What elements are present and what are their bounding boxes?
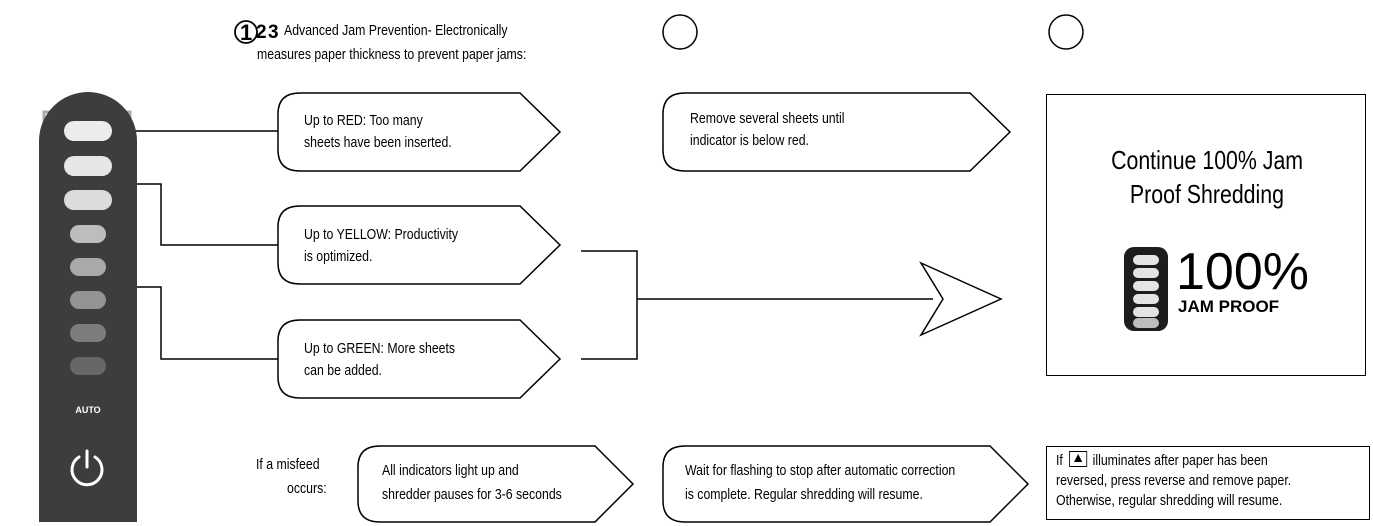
gauge-led	[1133, 294, 1159, 304]
jam-proof-percent: 100%	[1176, 243, 1309, 301]
yellow-level-line-2: is optimized.	[304, 248, 373, 265]
result-box: Continue 100% Jam Proof Shredding	[1046, 94, 1366, 376]
step-2-number: 2	[256, 22, 267, 43]
fill-indicator-led	[70, 258, 106, 276]
remove-sheets-line-2: indicator is below red.	[690, 132, 809, 149]
result-title: Continue 100% Jam Proof Shredding	[1047, 143, 1367, 211]
indicator-callout-shape	[357, 445, 635, 523]
misfeed-result-text-1: illuminates after paper has been	[1092, 452, 1268, 469]
fill-indicator-led	[64, 190, 112, 210]
intro-line-2: measures paper thickness to prevent pape…	[257, 46, 527, 63]
gauge-led	[1133, 281, 1159, 291]
remove-sheets-line-1: Remove several sheets until	[690, 110, 845, 127]
green-leader	[131, 286, 278, 360]
intro-line-1: Advanced Jam Prevention- Electronically	[284, 22, 508, 39]
misfeed-result-line-2: reversed, press reverse and remove paper…	[1056, 472, 1292, 489]
gauge-led	[1133, 307, 1159, 317]
green-level-line-2: can be added.	[304, 362, 382, 379]
wait-line-1: Wait for flashing to stop after automati…	[685, 462, 956, 479]
misfeed-label-line-2: occurs:	[287, 480, 327, 497]
misfeed-label-line-1: If a misfeed	[256, 456, 320, 473]
wait-callout-shape	[662, 445, 1030, 523]
fill-indicator-led	[70, 357, 106, 375]
misfeed-result-box	[1046, 446, 1370, 520]
power-icon[interactable]	[66, 447, 108, 489]
red-level-line-1: Up to RED: Too many	[304, 112, 423, 129]
fill-indicator-led	[70, 225, 106, 243]
fill-indicator-led	[64, 156, 112, 176]
green-level-line-1: Up to GREEN: More sheets	[304, 340, 456, 357]
merge-bracket	[581, 250, 638, 360]
yellow-level-line-1: Up to YELLOW: Productivity	[304, 226, 459, 243]
misfeed-result-line-3: Otherwise, regular shredding will resume…	[1056, 492, 1283, 509]
gauge-led	[1133, 318, 1159, 328]
red-callout-shape	[277, 92, 562, 172]
step-3-circle	[1048, 14, 1084, 50]
gauge-led	[1133, 268, 1159, 278]
misfeed-result-prefix: If	[1056, 452, 1063, 469]
result-title-line-2: Proof Shredding	[1129, 179, 1285, 209]
remove-callout-shape	[662, 92, 1012, 172]
reverse-icon	[1068, 451, 1087, 467]
yellow-callout-shape	[277, 205, 562, 285]
gauge-led	[1133, 255, 1159, 265]
step-1-circle	[234, 20, 258, 44]
fill-indicator-led	[70, 291, 106, 309]
misfeed-result-line-1: If illuminates after paper has been	[1056, 451, 1268, 471]
fill-indicator-led	[70, 324, 106, 342]
yellow-leader	[131, 183, 278, 246]
wait-line-2: is complete. Regular shredding will resu…	[685, 486, 923, 503]
red-level-line-2: sheets have been inserted.	[304, 134, 452, 151]
big-arrow	[919, 261, 1003, 337]
fill-indicator-led	[64, 121, 112, 141]
green-callout-shape	[277, 319, 562, 399]
auto-label: AUTO	[75, 405, 101, 415]
result-title-line-1: Continue 100% Jam	[1110, 145, 1303, 175]
step-1-number: 1	[240, 20, 253, 45]
indicator-line-2: shredder pauses for 3-6 seconds	[382, 486, 562, 503]
step-2-circle	[662, 14, 698, 50]
indicator-line-1: All indicators light up and	[382, 462, 519, 479]
jam-proof-label: JAM PROOF	[1178, 297, 1280, 316]
step-3-number: 3	[268, 22, 279, 43]
